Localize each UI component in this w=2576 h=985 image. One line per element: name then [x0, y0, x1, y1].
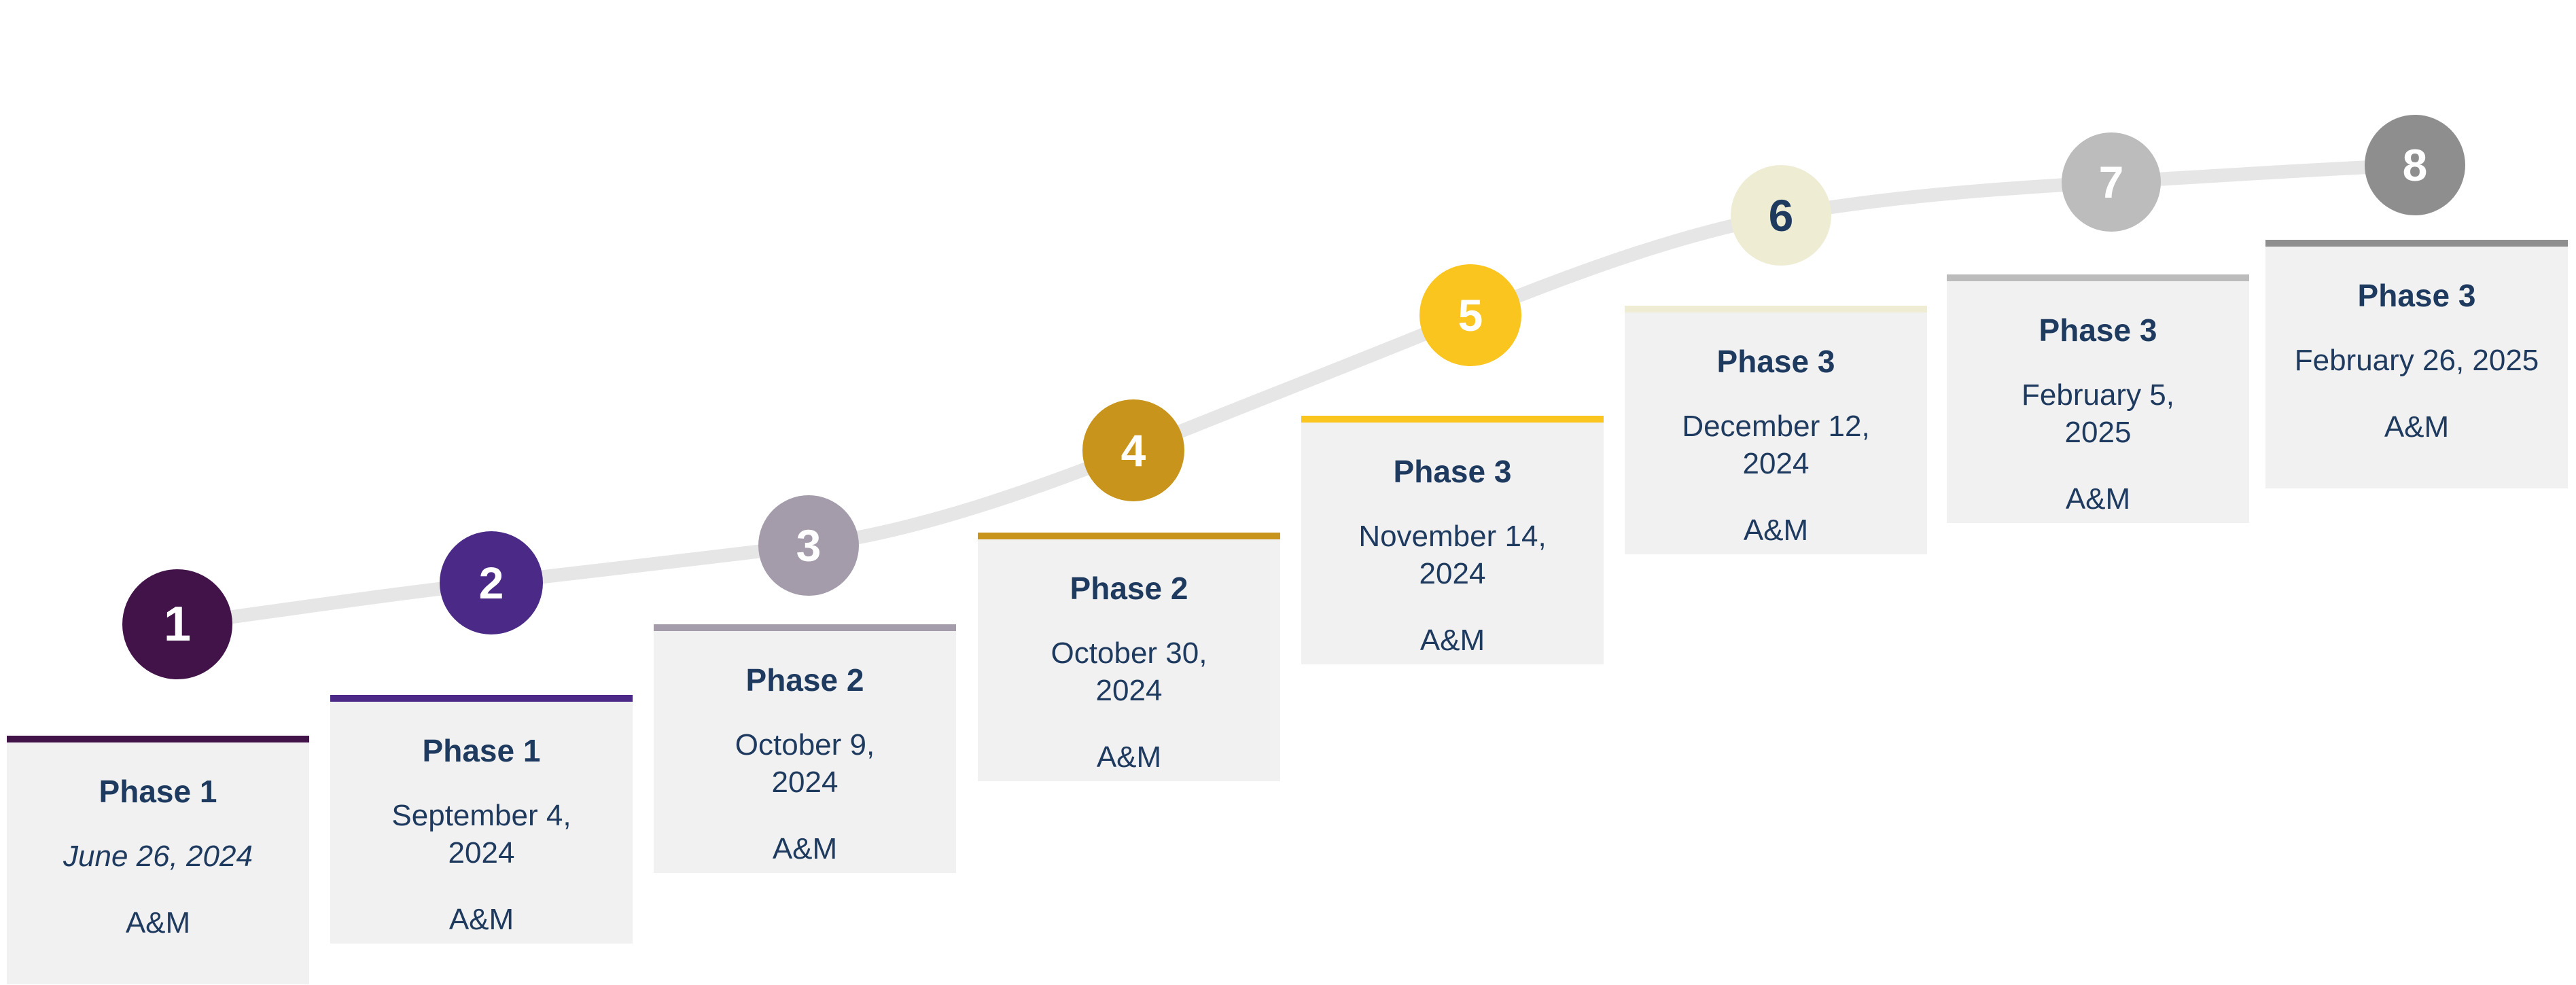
- milestone-number: 1: [163, 597, 192, 651]
- card-accent-bar: [7, 736, 309, 742]
- card-accent-bar: [1301, 416, 1604, 423]
- milestone-number: 4: [1121, 425, 1146, 476]
- milestone-card: Phase 3 February 5, 2025 A&M: [1947, 274, 2249, 523]
- card-owner: A&M: [772, 832, 838, 866]
- card-date: November 14, 2024: [1358, 520, 1547, 591]
- card-date: June 26, 2024: [63, 840, 253, 874]
- milestone-number: 8: [2402, 140, 2428, 190]
- milestone-number: 2: [478, 558, 504, 608]
- card-phase: Phase 3: [1716, 344, 1835, 379]
- card-phase: Phase 3: [1393, 454, 1512, 489]
- card-owner: A&M: [1419, 624, 1485, 658]
- milestone-card: Phase 1 June 26, 2024 A&M: [7, 736, 309, 984]
- milestone-number: 5: [1458, 290, 1483, 340]
- milestone-circle: 2: [440, 531, 543, 634]
- milestone-circle: 5: [1419, 264, 1521, 366]
- milestone-number: 3: [796, 520, 822, 571]
- card-accent-bar: [1947, 274, 2249, 281]
- card-date: October 30, 2024: [1051, 637, 1207, 708]
- card-phase: Phase 2: [1070, 571, 1188, 606]
- card-date: September 4, 2024: [391, 799, 571, 870]
- card-date: December 12, 2024: [1682, 410, 1870, 481]
- milestone-circle: 7: [2062, 132, 2161, 232]
- card-owner: A&M: [448, 903, 514, 937]
- milestone-circle: 8: [2365, 115, 2465, 215]
- card-owner: A&M: [125, 906, 191, 940]
- card-date: February 5, 2025: [2022, 378, 2174, 450]
- milestone-circle: 4: [1082, 399, 1184, 501]
- milestone-card: Phase 2 October 30, 2024 A&M: [978, 533, 1280, 781]
- timeline-curve: [171, 158, 2422, 631]
- milestone-circle: 1: [122, 569, 232, 679]
- card-accent-bar: [1625, 306, 1927, 312]
- milestone-circle: 3: [758, 495, 859, 596]
- card-owner: A&M: [2384, 410, 2450, 444]
- card-phase: Phase 1: [422, 733, 541, 768]
- milestone-circle: 6: [1731, 165, 1831, 266]
- milestone-card: Phase 2 October 9, 2024 A&M: [654, 624, 956, 873]
- card-owner: A&M: [1096, 740, 1162, 774]
- card-phase: Phase 3: [2039, 312, 2157, 348]
- card-accent-bar: [330, 695, 633, 702]
- card-date: February 26, 2025: [2294, 344, 2539, 378]
- milestone-card: Phase 3 December 12, 2024 A&M: [1625, 306, 1927, 554]
- card-owner: A&M: [1743, 514, 1809, 548]
- card-date: October 9, 2024: [735, 728, 875, 800]
- milestone-number: 6: [1768, 190, 1794, 240]
- card-accent-bar: [654, 624, 956, 631]
- milestone-card: Phase 3 February 26, 2025 A&M: [2265, 240, 2568, 488]
- card-accent-bar: [2265, 240, 2568, 247]
- card-accent-bar: [978, 533, 1280, 539]
- milestone-card: Phase 3 November 14, 2024 A&M: [1301, 416, 1604, 664]
- milestone-number: 7: [2098, 157, 2124, 207]
- milestone-card: Phase 1 September 4, 2024 A&M: [330, 695, 633, 944]
- card-phase: Phase 1: [99, 774, 217, 809]
- card-phase: Phase 2: [745, 662, 864, 698]
- card-owner: A&M: [2065, 482, 2131, 516]
- card-phase: Phase 3: [2357, 278, 2476, 313]
